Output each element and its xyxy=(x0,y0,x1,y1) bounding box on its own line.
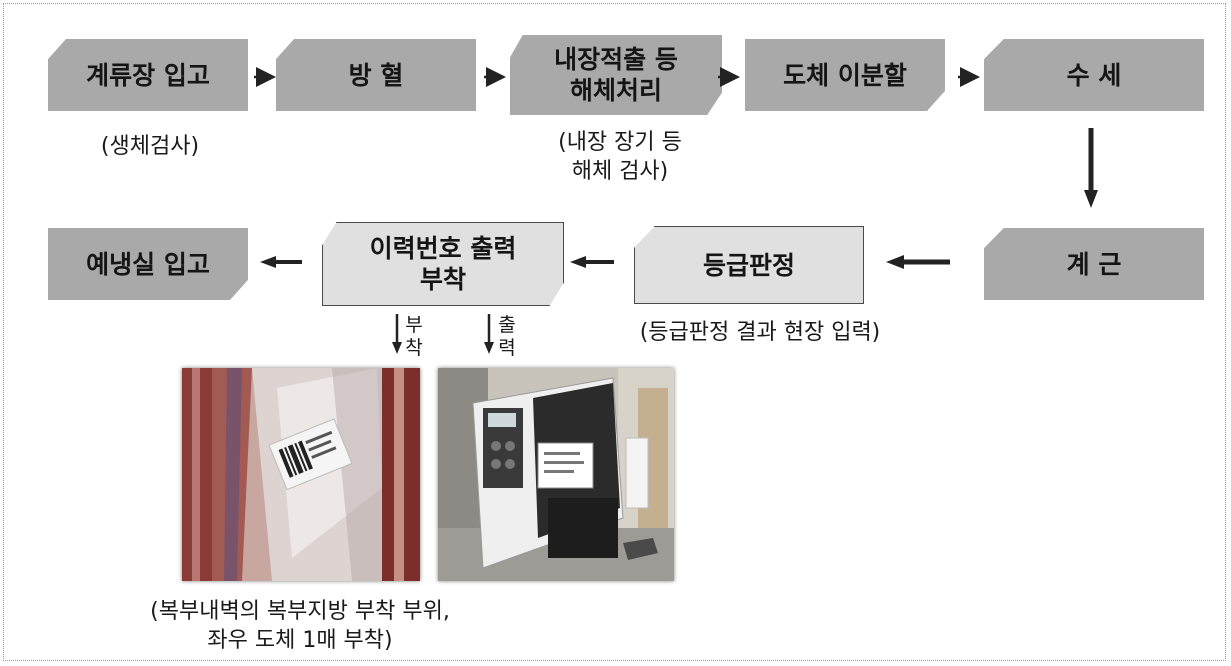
note-live-inspection: (생체검사) xyxy=(100,134,200,159)
carcass-caption-line2: 좌우 도체 1매 부착) xyxy=(207,628,393,653)
step-grading-label: 등급판정 xyxy=(702,250,795,280)
carcass-photo xyxy=(182,368,420,581)
step-carcass-split-label: 도체 이분할 xyxy=(783,60,907,90)
carcass-photo-image xyxy=(182,368,420,581)
step-precooling-entry: 예냉실 입고 xyxy=(48,228,248,300)
print-char-1: 출 xyxy=(498,314,516,336)
printer-photo-image xyxy=(438,368,674,581)
step-weighing: 계 근 xyxy=(984,228,1204,300)
attach-char-2: 착 xyxy=(405,337,423,359)
step-bleeding: 방 혈 xyxy=(276,39,476,111)
step-lairage-entry-label: 계류장 입고 xyxy=(86,60,210,90)
step-trace-number-line1: 이력번호 출력 xyxy=(369,234,517,263)
step-washing: 수 세 xyxy=(984,39,1204,111)
step-weighing-label: 계 근 xyxy=(1066,249,1122,279)
step-evisceration-line1: 내장적출 등 xyxy=(554,45,678,74)
print-char-2: 력 xyxy=(498,337,516,359)
step-bleeding-label: 방 혈 xyxy=(348,60,404,90)
step-evisceration-line2: 해체처리 xyxy=(569,76,662,105)
note-organ-inspection-line2: 해체 검사) xyxy=(571,159,669,184)
diagram-frame xyxy=(3,3,1226,661)
step-grading: 등급판정 xyxy=(634,226,864,304)
note-grading-input: (등급판정 결과 현장 입력) xyxy=(639,320,881,345)
step-evisceration: 내장적출 등 해체처리 xyxy=(510,35,722,115)
attach-char-1: 부 xyxy=(405,314,423,336)
printer-photo xyxy=(438,368,674,581)
step-trace-number-line2: 부착 xyxy=(419,265,466,294)
carcass-caption-line1: (복부내벽의 복부지방 부착 부위, xyxy=(150,599,450,624)
step-lairage-entry: 계류장 입고 xyxy=(48,39,248,111)
note-organ-inspection-line1: (내장 장기 등 xyxy=(558,130,682,155)
step-washing-label: 수 세 xyxy=(1066,60,1122,90)
step-trace-number-label: 이력번호 출력 부착 xyxy=(322,222,564,306)
step-carcass-split: 도체 이분할 xyxy=(745,39,945,111)
step-precooling-entry-label: 예냉실 입고 xyxy=(86,249,210,279)
